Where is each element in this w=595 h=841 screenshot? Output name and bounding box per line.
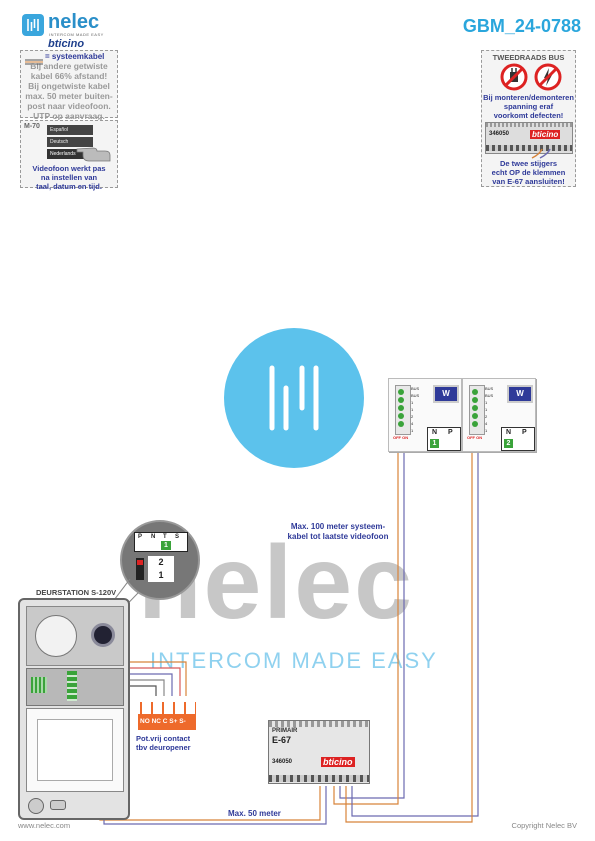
screw-icon [472,405,478,411]
cable-text: Bij andere getwiste kabel 66% afstand! B… [25,61,113,121]
door-station [18,598,130,820]
camera-icon [91,623,115,647]
footer-copyright: Copyright Nelec BV [511,821,577,830]
nelec-logo-icon [22,14,44,36]
videophone-2-address: 2 [504,439,513,448]
screw-icon [472,413,478,419]
language-menu: Español Deutsch Nederlands [47,125,109,163]
menu-item-espanol: Español [47,125,93,135]
no-plug-warning-icon [500,63,528,96]
menu-item-deutsch: Deutsch [47,137,93,147]
videophone-2-off-on: OFF ON [467,435,483,440]
cable-info-card: = systeemkabel Bij andere getwiste kabel… [20,50,118,121]
power-module-image: 346050 bticino [485,122,573,154]
screw-icon [472,421,478,427]
watermark-tagline: INTERCOM MADE EASY [150,648,438,673]
menu-item-nederlands: Nederlands [47,149,93,159]
cable-title: = systeemkabel [45,52,105,61]
door-station-detail-zoom: P N T S 1 2 1 [120,520,200,600]
connector-icon [31,677,47,693]
dip-switch [136,558,144,580]
door-station-electronics [26,668,124,706]
videophone-1-address: 1 [430,439,439,448]
door-station-title: DEURSTATION S-120V [36,588,117,597]
relay-label: Pot.vrij contact tbv deuropener [136,734,191,752]
door-station-speaker-area [26,606,124,666]
pointing-hand-icon [75,139,111,168]
videophone-2-address-box: N P 2 [501,427,535,451]
videophone-1-w-module: W [433,385,459,403]
watermark-logo-icon [269,365,319,431]
module-code: 346050 [489,131,510,137]
screw-icon [398,389,404,395]
no-power-warning-icon [534,63,562,96]
power-supply-code: 346050 [272,759,293,765]
door-station-address: 1 [161,541,171,550]
call-button-icon [28,798,44,814]
power-supply-brand: bticino [321,757,355,767]
screw-icon [398,405,404,411]
logo-name: nelec [48,11,100,33]
bus-warning-text: Bij monteren/demonteren spanning eraf vo… [483,93,574,120]
relay-terminals: NO NC C S+ S- [140,718,186,725]
cable-icon [25,53,45,65]
terminal-strip-icon [67,671,77,701]
power-supply-e67: PRIMAIR E-67 346050 bticino [268,720,370,784]
screw-icon [398,413,404,419]
bus-info-card: TWEEDRAADS BUS Bij monteren/demonteren s… [481,50,576,187]
watermark-logo-circle [224,328,364,468]
screw-icon [472,389,478,395]
videophone-2-w-module: W [507,385,533,403]
bus-wires [531,148,551,159]
door-station-terminals: P N T S 1 [134,532,188,552]
max-50m-label: Max. 50 meter [228,809,281,818]
model-label: M-70 [24,123,40,130]
key-icon [50,800,66,810]
power-supply-model: E-67 [272,735,292,745]
screw-icon [398,397,404,403]
relay-screws [138,702,196,714]
module-brand: bticino [530,130,561,139]
nelec-logo: nelec INTERCOM MADE EASY bticino [22,11,104,50]
videophone-1-off-on: OFF ON [393,435,409,440]
module-vent [486,123,572,127]
relay-contact: NO NC C S+ S- [138,714,196,730]
speaker-icon [35,615,77,657]
partner-logo: bticino [48,38,85,50]
door-station-name-panel [26,708,124,792]
logo-tagline: INTERCOM MADE EASY [49,32,104,37]
dip-labels: 2 1 [148,556,174,582]
power-supply-primary: PRIMAIR [272,728,298,734]
bus-note: De twee stijgers echt OP de klemmen van … [491,159,566,186]
videophone-1-address-box: N P 1 [427,427,461,451]
footer-website: www.nelec.com [18,821,71,830]
screw-icon [472,397,478,403]
language-note: Videofoon werkt pas na instellen van taa… [32,164,106,191]
name-card [37,719,113,781]
videophone-2-terminal-block [469,385,485,435]
screw-icon [398,421,404,427]
language-card: M-70 Español Deutsch Nederlands Videofoo… [20,120,118,191]
power-supply-vent [269,721,369,727]
max-100m-label: Max. 100 meter systeem- kabel tot laatst… [287,522,389,541]
bus-title: TWEEDRAADS BUS [492,53,565,62]
power-supply-terminals [269,775,369,782]
videophone-1-terminal-block [395,385,411,435]
module-terminals [486,145,572,151]
document-number: GBM_24-0788 [462,16,581,36]
